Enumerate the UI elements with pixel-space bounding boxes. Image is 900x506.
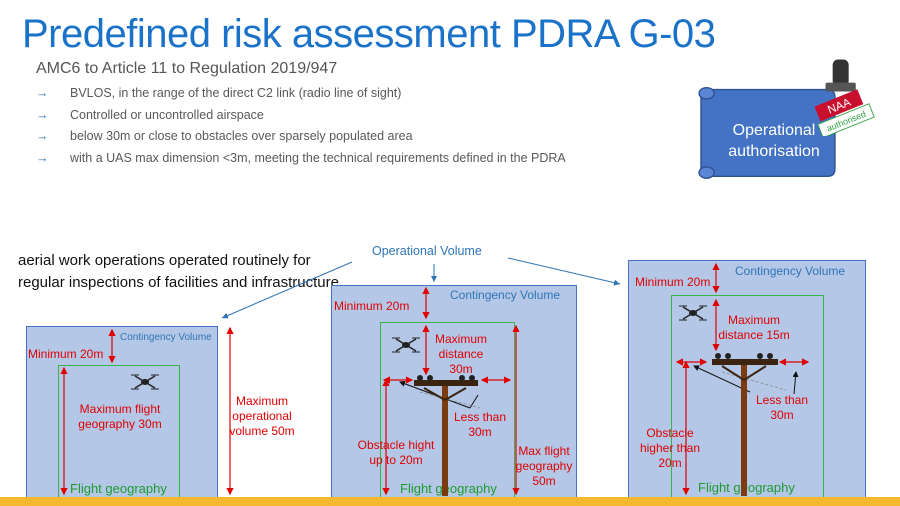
- middle-contingency-label: Contingency Volume: [450, 288, 561, 302]
- arrow-right-icon: →: [36, 86, 49, 100]
- page-title: Predefined risk assessment PDRA G-03: [22, 12, 716, 56]
- right-max-distance-label: Maximum distance 15m: [718, 313, 790, 342]
- arrow-right-icon: →: [36, 129, 49, 143]
- bullet-text: Controlled or uncontrolled airspace: [70, 108, 264, 122]
- middle-panel-contingency-volume: [331, 285, 577, 498]
- bullet-text: below 30m or close to obstacles over spa…: [70, 129, 413, 143]
- bullet-item: → with a UAS max dimension <3m, meeting t…: [36, 151, 566, 165]
- authorisation-text: Operational authorisation: [728, 122, 820, 160]
- bottom-accent-bar: [0, 497, 900, 506]
- middle-minimum-label: Minimum 20m: [334, 299, 410, 313]
- middle-max-flight-label: Max flight geography 50m: [515, 444, 573, 488]
- bullet-text: BVLOS, in the range of the direct C2 lin…: [70, 86, 402, 100]
- left-contingency-label: Contingency Volume: [120, 332, 212, 343]
- left-max-flight-label: Maximum flight geography 30m: [78, 402, 162, 431]
- operational-volume-label: Operational Volume: [372, 244, 482, 258]
- bullet-text: with a UAS max dimension <3m, meeting th…: [70, 151, 566, 165]
- bullet-item: → below 30m or close to obstacles over sp…: [36, 129, 413, 143]
- middle-max-distance-label: Maximum distance 30m: [434, 332, 487, 376]
- bullet-item: → Controlled or uncontrolled airspace: [36, 108, 264, 122]
- arrow-right-icon: →: [36, 108, 49, 122]
- rubber-stamp-icon: NAA authorised: [814, 59, 875, 136]
- left-max-operational-label: Maximum operational volume 50m: [229, 394, 295, 438]
- arrow-right-icon: →: [36, 151, 49, 165]
- scroll-icon: [698, 86, 836, 179]
- drone-icon: [392, 337, 420, 353]
- drone-icon: [131, 374, 159, 390]
- power-pole-icon: [414, 375, 478, 496]
- left-flight-geography-label: Flight geography: [70, 481, 167, 496]
- middle-flight-geography-label: Flight geography: [400, 481, 497, 496]
- bullet-item: → BVLOS, in the range of the direct C2 li…: [36, 86, 401, 100]
- right-minimum-label: Minimum 20m: [635, 275, 711, 289]
- middle-less-than-label: Less than 30m: [453, 410, 507, 439]
- right-contingency-label: Contingency Volume: [735, 264, 846, 278]
- page-subtitle: AMC6 to Article 11 to Regulation 2019/94…: [36, 60, 338, 77]
- right-less-than-label: Less than 30m: [755, 393, 809, 422]
- left-minimum-label: Minimum 20m: [28, 347, 104, 361]
- power-pole-icon: [712, 353, 778, 496]
- drone-icon: [679, 305, 707, 321]
- operation-description: aerial work operations operated routinel…: [18, 252, 339, 291]
